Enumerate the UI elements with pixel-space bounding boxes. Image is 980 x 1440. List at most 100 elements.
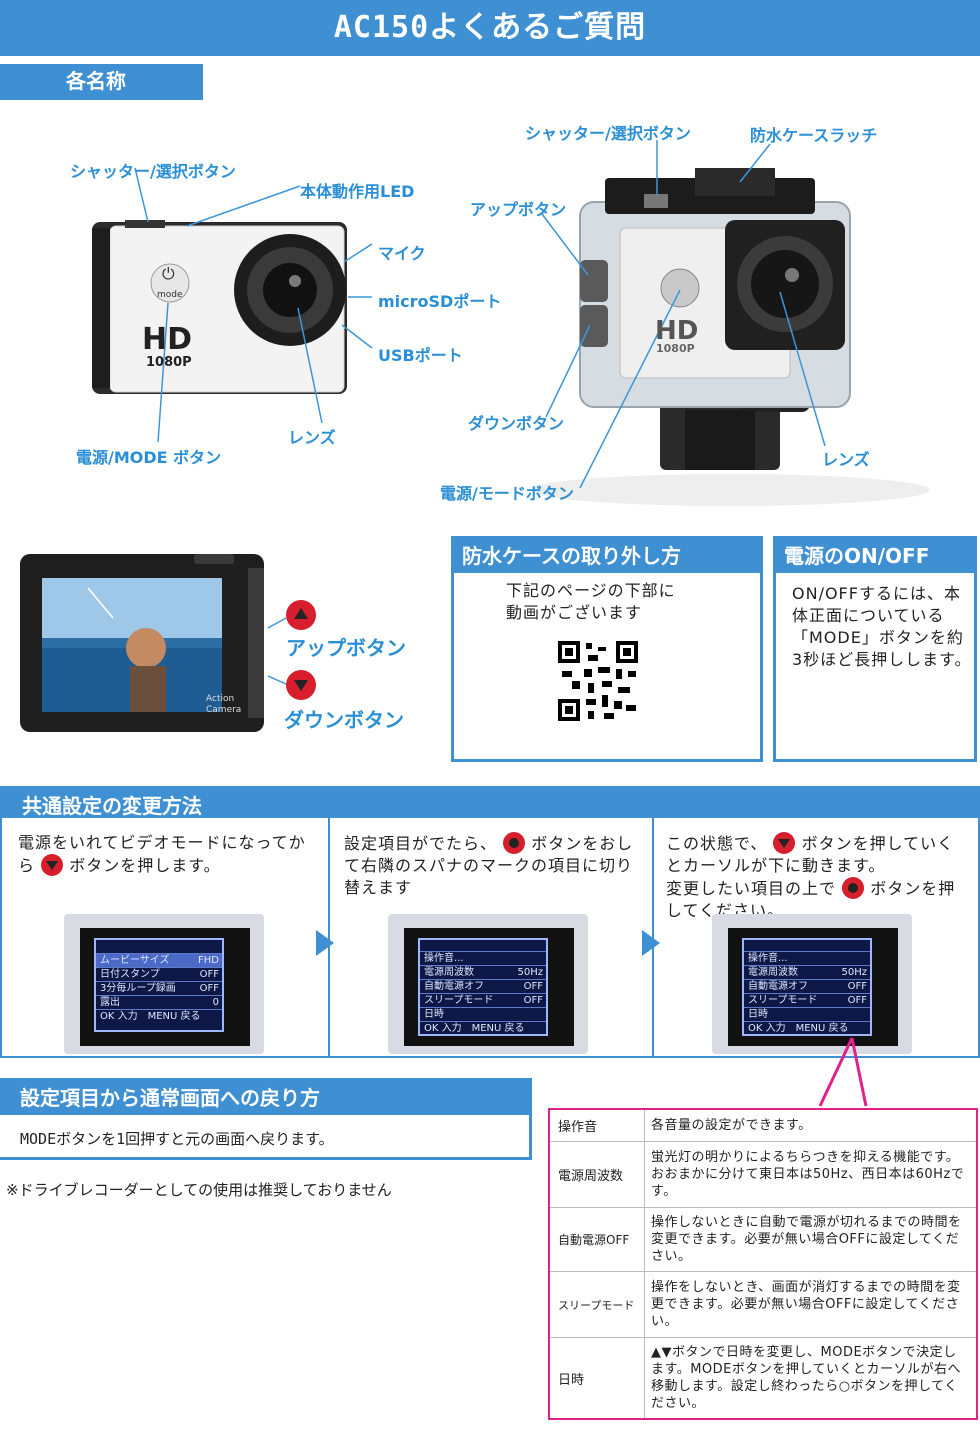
step1-text-b: ボタンを押します。 (69, 856, 221, 875)
power-onoff-title: 電源のON/OFF (776, 539, 974, 573)
callout-connector (818, 1037, 868, 1107)
section-names-rule (0, 98, 203, 100)
label-case-down: ダウンボタン (468, 414, 565, 433)
label-case-power: 電源/モードボタン (440, 484, 574, 503)
step2-menu-item[interactable]: 操作音... (420, 952, 546, 966)
waterproof-text-2: 動画がございます (506, 603, 643, 622)
step3-text-b: ボタンを押していくとカーソルが下に動きます。 (666, 834, 955, 875)
camera-back-drawing (20, 554, 264, 732)
step3-down-button-icon (773, 832, 796, 854)
back-printed-line1: Action (206, 694, 235, 704)
step3-menu-item[interactable]: 日時 (744, 1008, 870, 1022)
settings-key: スリープモード (550, 1272, 645, 1337)
step2-text-b: ボタンをおして右隣のスパナのマークの項目に切り替えます (344, 834, 634, 897)
common-settings-header (0, 786, 980, 818)
step3-text-c: 変更したい項目の上で (666, 879, 837, 898)
label-front-microsd: microSDポート (378, 292, 502, 311)
case-1080p-text: 1080P (656, 342, 695, 355)
step2-menu-item[interactable]: スリープモード OFF (420, 994, 546, 1008)
page-title: AC150よくあるご質問 (0, 0, 980, 56)
case-hd-text: HD (655, 316, 699, 346)
return-title: 設定項目から通常画面への戻り方 (0, 1081, 529, 1115)
step1-down-button-icon (41, 854, 64, 876)
step-arrow-2 (642, 930, 660, 956)
common-settings-title: 共通設定の変更方法 (22, 794, 202, 818)
step3-menu-item[interactable]: 操作音... (744, 952, 870, 966)
settings-value: 各音量の設定ができます。 (651, 1118, 812, 1133)
settings-key: 自動電源OFF (550, 1208, 645, 1271)
step1-menu-item[interactable]: 3分毎ループ録画 OFF (96, 982, 222, 996)
step2-menu: 操作音... 電源周波数 50Hz 自動電源オフ OFF スリープモード OFF… (418, 938, 548, 1036)
camera-front-diagram: ⏻ mode HD 1080P シャッター/選択ボタン 本体動作用LED マイク… (0, 150, 520, 480)
label-front-usb: USBポート (378, 346, 463, 365)
step3-lcd: 操作音... 電源周波数 50Hz 自動電源オフ OFF スリープモード OFF… (728, 928, 898, 1046)
step2-menu-footer: OK 入力 MENU 戻る (424, 1023, 525, 1034)
label-case-lens: レンズ (822, 450, 870, 469)
step3-menu: 操作音... 電源周波数 50Hz 自動電源オフ OFF スリープモード OFF… (742, 938, 872, 1036)
waterproof-text-1: 下記のページの下部に (506, 581, 676, 600)
label-case-shutter: シャッター/選択ボタン (525, 124, 691, 143)
front-power-symbol: ⏻ (162, 264, 175, 283)
section-names-tab: 各名称 (0, 64, 203, 98)
step2-menu-item[interactable]: 日時 (420, 1008, 546, 1022)
step1-instructions: 電源をいれてビデオモードになってから ボタンを押します。 (18, 832, 314, 877)
step1-menu-item[interactable]: 露出 0 (96, 996, 222, 1010)
down-button-icon (286, 670, 316, 700)
settings-value: 操作をしないとき、画面が消灯するまでの時間を変更できます。必要が無い場合OFFに… (651, 1280, 961, 1329)
power-onoff-panel: 電源のON/OFF ON/OFFするには、本体正面についている「MODE」ボタン… (773, 536, 977, 762)
step3-screen: 操作音... 電源周波数 50Hz 自動電源オフ OFF スリープモード OFF… (712, 914, 912, 1054)
label-case-up: アップボタン (470, 200, 567, 219)
step2-instructions: 設定項目がでたら、 ボタンをおして右隣のスパナのマークの項目に切り替えます (344, 832, 640, 899)
waterproof-panel: 防水ケースの取り外し方 下記のページの下部に 動画がございます (451, 536, 763, 762)
front-1080p-text: 1080P (146, 355, 192, 370)
up-button-icon (286, 600, 316, 630)
step3-menu-footer: OK 入力 MENU 戻る (748, 1023, 849, 1034)
settings-row: スリープモード 操作をしないとき、画面が消灯するまでの時間を変更できます。必要が… (550, 1272, 976, 1338)
label-front-led: 本体動作用LED (300, 182, 415, 201)
back-down-label: ダウンボタン (284, 708, 404, 732)
label-front-mic: マイク (378, 244, 426, 263)
step1-screen: ムービーサイズ FHD 日付スタンプ OFF 3分毎ループ録画 OFF 露出 0… (64, 914, 264, 1054)
settings-key: 操作音 (550, 1110, 645, 1141)
step-arrow-1 (316, 930, 334, 956)
settings-key: 日時 (550, 1338, 645, 1418)
common-settings-frame (0, 818, 980, 1058)
back-leader-lines (267, 617, 287, 685)
step1-text-a: 電源をいれてビデオモードになってから (18, 833, 306, 875)
settings-row: 自動電源OFF 操作しないときに自動で電源が切れるまでの時間を変更できます。必要… (550, 1208, 976, 1272)
front-hd-text: HD (142, 322, 193, 357)
label-front-power: 電源/MODE ボタン (76, 448, 222, 467)
step3-ok-button-icon (842, 877, 865, 899)
camera-front-drawing (92, 167, 373, 443)
label-front-lens: レンズ (288, 428, 336, 447)
step2-menu-item[interactable]: 電源周波数 50Hz (420, 966, 546, 980)
qr-code-graphic (558, 641, 638, 721)
return-text: MODEボタンを1回押すと元の画面へ戻ります。 (20, 1130, 334, 1148)
step1-menu-item[interactable]: 日付スタンプ OFF (96, 968, 222, 982)
settings-table: 操作音 各音量の設定ができます。 電源周波数 蛍光灯の明かりによるちらつきを抑え… (548, 1108, 978, 1420)
label-front-shutter: シャッター/選択ボタン (70, 162, 236, 181)
back-up-label: アップボタン (286, 636, 406, 660)
step3-menu-item[interactable]: 自動電源オフ OFF (744, 980, 870, 994)
step1-menu: ムービーサイズ FHD 日付スタンプ OFF 3分毎ループ録画 OFF 露出 0… (94, 938, 224, 1032)
settings-value: 蛍光灯の明かりによるちらつきを抑える機能です。おおまかに分けて東日本は50Hz、… (651, 1150, 965, 1199)
step2-ok-button-icon (503, 832, 526, 854)
step1-menu-item[interactable]: ムービーサイズ FHD (96, 954, 222, 968)
step2-menu-item[interactable]: 自動電源オフ OFF (420, 980, 546, 994)
step2-screen: 操作音... 電源周波数 50Hz 自動電源オフ OFF スリープモード OFF… (388, 914, 588, 1054)
step3-menu-item[interactable]: 電源周波数 50Hz (744, 966, 870, 980)
camera-back-diagram: Action Camera アップボタン ダウンボタン (18, 548, 418, 738)
back-printed-line2: Camera (206, 705, 242, 715)
step2-text-a: 設定項目がでたら、 (344, 834, 498, 853)
settings-value: 操作しないときに自動で電源が切れるまでの時間を変更できます。必要が無い場合OFF… (651, 1215, 962, 1264)
section-names-title: 各名称 (66, 69, 126, 93)
settings-key: 電源周波数 (550, 1142, 645, 1207)
camera-case-diagram: HD 1080P シャッター/選択ボタン 防水ケースラッチ アップボタン ダウン… (430, 110, 980, 515)
step1-menu-footer: OK 入力 MENU 戻る (100, 1011, 201, 1022)
qr-code[interactable] (558, 641, 638, 721)
settings-row: 電源周波数 蛍光灯の明かりによるちらつきを抑える機能です。おおまかに分けて東日本… (550, 1142, 976, 1208)
return-panel: 設定項目から通常画面への戻り方 MODEボタンを1回押すと元の画面へ戻ります。 (0, 1078, 532, 1160)
step3-menu-item[interactable]: スリープモード OFF (744, 994, 870, 1008)
note-text: ※ドライブレコーダーとしての使用は推奨しておりません (6, 1181, 392, 1199)
step2-lcd: 操作音... 電源周波数 50Hz 自動電源オフ OFF スリープモード OFF… (404, 928, 574, 1046)
